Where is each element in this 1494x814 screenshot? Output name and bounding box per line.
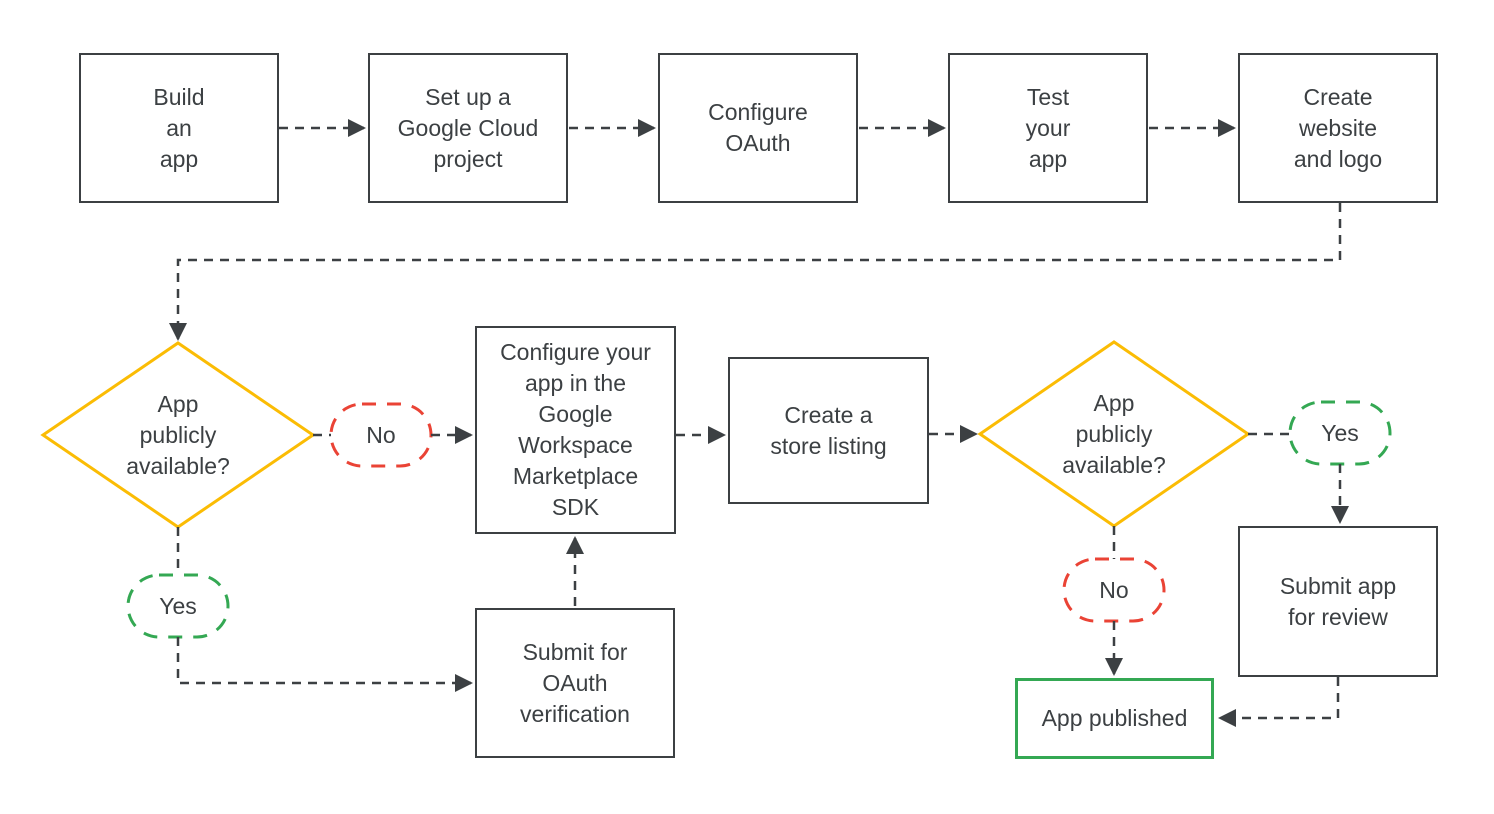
node-create-store-listing: Create a store listing	[728, 357, 929, 504]
decision2-label: App publicly available?	[1062, 389, 1166, 478]
connector-submit-review-to-app-published	[1218, 677, 1340, 727]
node-submit-oauth-verification: Submit for OAuth verification	[475, 608, 675, 758]
connector-yes1-to-oauth-verification	[176, 637, 473, 692]
node-app-published: App published	[1015, 678, 1214, 759]
node-build-an-app: Build an app	[79, 53, 279, 203]
node-create-website-and-logo: Create website and logo	[1238, 53, 1438, 203]
node-configure-marketplace-sdk: Configure your app in the Google Workspa…	[475, 326, 676, 534]
node-configure-oauth: Configure OAuth	[658, 53, 858, 203]
node-test-your-app: Test your app	[948, 53, 1148, 203]
no2-label: No	[1099, 576, 1129, 603]
decision1-label: App publicly available?	[126, 390, 230, 479]
yes1-label: Yes	[159, 592, 197, 619]
node-submit-app-for-review: Submit app for review	[1238, 526, 1438, 677]
node-setup-google-cloud-project: Set up a Google Cloud project	[368, 53, 568, 203]
connector-website-to-decision1	[169, 203, 1342, 341]
yes2-label: Yes	[1321, 419, 1359, 446]
no1-label: No	[366, 421, 396, 448]
